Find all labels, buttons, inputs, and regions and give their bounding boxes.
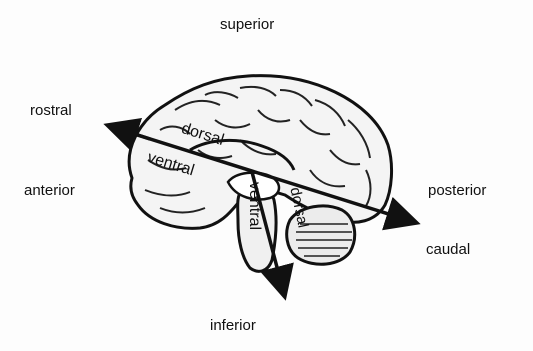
label-posterior: posterior: [428, 183, 486, 198]
label-caudal: caudal: [426, 242, 470, 257]
label-rostral: rostral: [30, 103, 72, 118]
label-anterior: anterior: [24, 183, 75, 198]
label-ventral-brainstem: ventral: [246, 182, 262, 230]
label-inferior: inferior: [210, 318, 256, 333]
label-superior: superior: [220, 17, 274, 32]
